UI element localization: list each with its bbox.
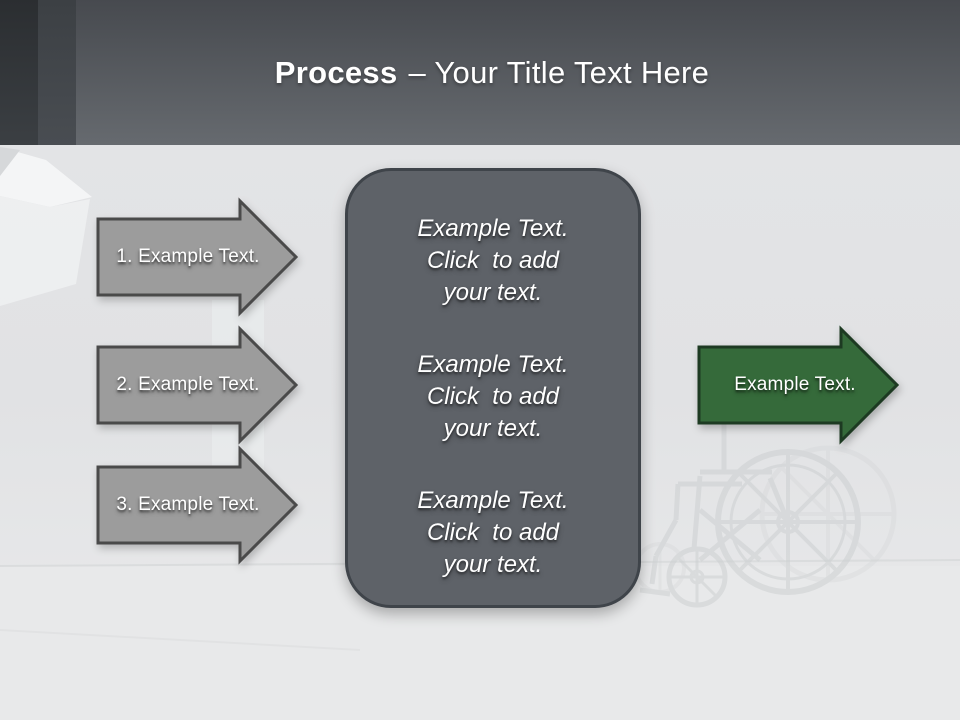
placeholder-line: Click to add xyxy=(426,519,560,546)
text-placeholder-block-2[interactable]: Example Text. Click to add your text. xyxy=(348,349,638,445)
header-accent-band-dark xyxy=(0,0,38,145)
title-keyword: Process xyxy=(274,54,398,90)
placeholder-line: your text. xyxy=(443,415,543,442)
center-text-panel[interactable]: Example Text. Click to add your text. Ex… xyxy=(345,168,641,608)
placeholder-line: Click to add xyxy=(426,247,560,274)
placeholder-line: your text. xyxy=(443,551,543,578)
text-placeholder-block-3[interactable]: Example Text. Click to add your text. xyxy=(348,485,638,581)
process-step-arrow-3[interactable]: 3. Example Text. xyxy=(96,445,299,565)
process-step-arrow-1[interactable]: 1. Example Text. xyxy=(96,197,299,317)
placeholder-line: Example Text. xyxy=(417,351,569,378)
process-step-arrow-2[interactable]: 2. Example Text. xyxy=(96,325,299,445)
interior-shape xyxy=(0,147,20,176)
panel-content: Example Text. Click to add your text. Ex… xyxy=(348,171,638,581)
interior-shape xyxy=(0,147,92,207)
header-bar: Process – Your Title Text Here xyxy=(0,0,960,145)
title-placeholder-text: – Your Title Text Here xyxy=(408,54,710,90)
placeholder-line: Click to add xyxy=(426,383,560,410)
placeholder-line: Example Text. xyxy=(417,215,569,242)
interior-shape xyxy=(0,196,90,306)
header-accent-band-mid xyxy=(38,0,76,145)
wheelchair-silhouette-image xyxy=(634,420,897,608)
result-arrow[interactable]: Example Text. xyxy=(697,325,900,445)
placeholder-line: your text. xyxy=(443,279,543,306)
page-title[interactable]: Process – Your Title Text Here xyxy=(251,55,709,91)
placeholder-line: Example Text. xyxy=(417,487,569,514)
text-placeholder-block-1[interactable]: Example Text. Click to add your text. xyxy=(348,213,638,309)
